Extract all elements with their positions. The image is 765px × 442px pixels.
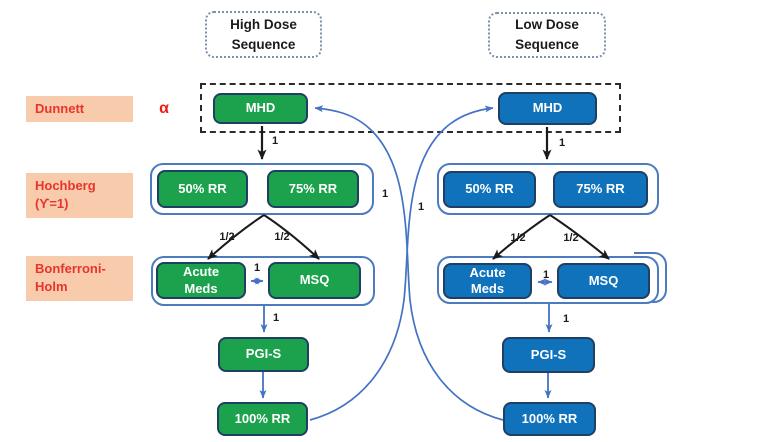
node-rr100-high: 100% RR [217, 402, 308, 436]
node-msq-low: MSQ [557, 263, 650, 299]
high-dose-sequence-title: High Dose Sequence [205, 11, 322, 58]
weight-mhd-high: 1 [271, 135, 279, 147]
node-acute-meds-low: Acute Meds [443, 263, 532, 299]
node-msq-high: MSQ [268, 262, 361, 299]
weight-acute-msq-high: 1 [253, 262, 261, 274]
weight-half-high-right: 1/2 [274, 231, 290, 243]
weight-mhd-low: 1 [558, 137, 566, 149]
node-pgis-low: PGI-S [502, 337, 595, 373]
node-rr50-low: 50% RR [443, 171, 536, 208]
weight-acute-msq-low: 1 [542, 269, 550, 281]
node-rr75-high: 75% RR [267, 170, 359, 208]
arrow-rr-to-msq-high [263, 214, 320, 260]
arrow-rr-to-msq-low [549, 214, 610, 260]
weight-curve-to-mhd-low: 1 [417, 201, 425, 213]
weight-half-low-left: 1/2 [510, 232, 526, 244]
weight-half-high-left: 1/2 [219, 231, 235, 243]
method-label-hochberg: Hochberg (ϒ=1) [26, 173, 133, 218]
arrow-rr-to-acute-high [207, 214, 265, 260]
weight-curve-to-mhd-high: 1 [381, 188, 389, 200]
weight-pgis-low: 1 [562, 313, 570, 325]
method-label-bonferroni-holm: Bonferroni-Holm [26, 256, 133, 301]
node-pgis-high: PGI-S [218, 337, 309, 372]
alpha-symbol: α [159, 100, 169, 117]
method-label-dunnett: Dunnett [26, 96, 133, 122]
node-rr100-low: 100% RR [503, 402, 596, 436]
weight-pgis-high: 1 [272, 312, 280, 324]
node-acute-meds-high: Acute Meds [156, 262, 246, 299]
low-dose-sequence-title: Low Dose Sequence [488, 12, 606, 58]
node-rr75-low: 75% RR [553, 171, 648, 208]
node-mhd-high: MHD [213, 93, 308, 124]
weight-half-low-right: 1/2 [563, 232, 579, 244]
node-mhd-low: MHD [498, 92, 597, 125]
node-rr50-high: 50% RR [157, 170, 248, 208]
